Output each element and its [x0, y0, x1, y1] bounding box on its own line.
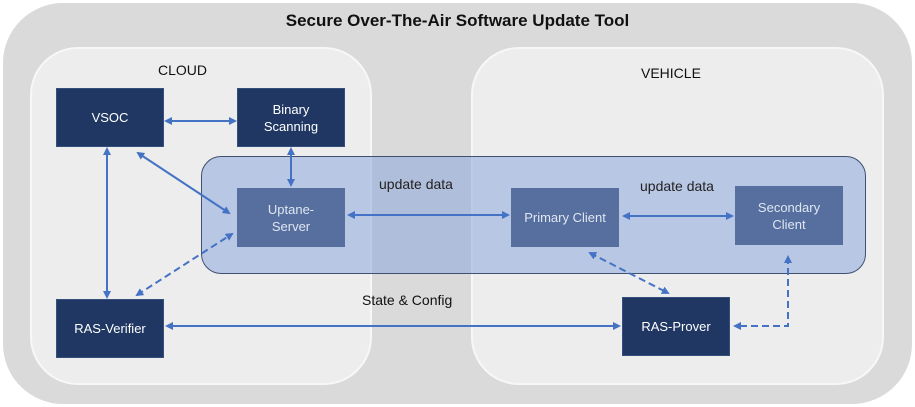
edge-label-server-primary: update data	[379, 176, 453, 192]
diagram-title: Secure Over-The-Air Software Update Tool	[285, 11, 630, 30]
ras-prover-node[interactable]: RAS-Prover	[622, 297, 730, 356]
cloud-label: CLOUD	[158, 62, 208, 78]
arrow-verifier-uptane	[135, 232, 234, 297]
edge-label-state-config: State & Config	[362, 292, 453, 308]
arrow-secondary-prover	[733, 255, 792, 330]
vehicle-label: VEHICLE	[641, 65, 701, 81]
edge-label-primary-secondary: update data	[640, 178, 714, 194]
arrow-vsoc-uptane	[136, 151, 231, 215]
ras-verifier-node[interactable]: RAS-Verifier	[56, 299, 164, 358]
secondary-client-node[interactable]: Secondary Client	[735, 186, 843, 245]
primary-client-node[interactable]: Primary Client	[511, 188, 619, 247]
vsoc-node[interactable]: VSOC	[56, 88, 164, 147]
uptane-server-node[interactable]: Uptane-Server	[237, 188, 345, 247]
binary-scanning-node[interactable]: Binary Scanning	[237, 88, 345, 147]
arrow-primary-prover	[588, 252, 670, 294]
